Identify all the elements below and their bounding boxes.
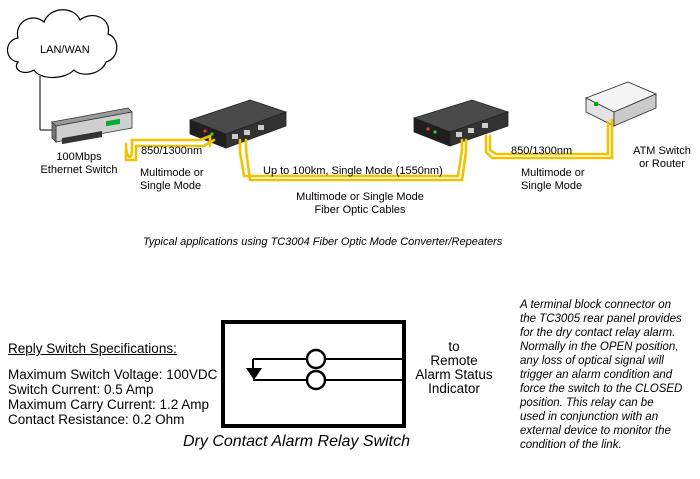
spec-item: Maximum Switch Voltage: 100VDC bbox=[8, 367, 218, 382]
ethernet-switch-icon bbox=[51, 107, 133, 145]
description-line: Normally in the OPEN position, bbox=[520, 341, 679, 353]
spec-item: Switch Current: 0.5 Amp bbox=[8, 382, 154, 397]
cloud-label: LAN/WAN bbox=[40, 44, 90, 56]
description-line: position. This relay can be bbox=[520, 397, 654, 409]
switch-label: 100Mbps Ethernet Switch bbox=[34, 151, 124, 177]
description-line: trigger an alarm condition and bbox=[520, 369, 673, 381]
description-line: the TC3005 rear panel provides bbox=[520, 313, 682, 325]
relay-box bbox=[221, 320, 406, 428]
switch-label-line1: 100Mbps bbox=[56, 151, 102, 163]
spec-item: Contact Resistance: 0.2 Ohm bbox=[8, 412, 185, 427]
relay-caption: Dry Contact Alarm Relay Switch bbox=[183, 433, 411, 450]
cable-line1: Multimode or Single Mode bbox=[296, 191, 424, 203]
relay-description: A terminal block connector on the TC3005… bbox=[520, 298, 688, 452]
indicator-line: to bbox=[448, 339, 460, 354]
description-line: for the dry contact relay alarm. bbox=[520, 327, 676, 339]
right-converter-device-icon bbox=[412, 99, 510, 147]
description-line: external device to monitor the bbox=[520, 425, 671, 437]
mode-right: Multimode or Single Mode bbox=[521, 167, 585, 193]
left-converter-device-icon bbox=[188, 99, 288, 149]
spec-list: Maximum Switch Voltage: 100VDC Switch Cu… bbox=[8, 367, 217, 427]
indicator-line: Indicator bbox=[428, 381, 480, 396]
relay-coil-bottom-icon bbox=[305, 369, 327, 391]
description-line: any loss of optical signal will bbox=[520, 355, 664, 367]
relay-coil-top-icon bbox=[305, 348, 327, 370]
indicator-line: Alarm Status bbox=[415, 367, 493, 382]
description-line: condition of the link. bbox=[520, 439, 622, 451]
indicator-line: Remote bbox=[430, 353, 478, 368]
spec-title: Reply Switch Specifications: bbox=[8, 341, 177, 356]
mode-right-line2: Single Mode bbox=[521, 180, 583, 192]
indicator-label: to Remote Alarm Status Indicator bbox=[404, 340, 504, 396]
cable-line2: Fiber Optic Cables bbox=[314, 204, 406, 216]
router-label: ATM Switch or Router bbox=[628, 145, 696, 171]
mode-right-line1: Multimode or bbox=[521, 167, 585, 179]
description-line: used in conjunction with an bbox=[520, 411, 659, 423]
link-label: Up to 100km, Single Mode (1550nm) bbox=[263, 165, 443, 177]
wavelength-right: 850/1300nm bbox=[511, 145, 573, 157]
description-line: A terminal block connector on bbox=[520, 299, 672, 311]
atm-router-icon bbox=[584, 81, 658, 127]
wavelength-left: 850/1300nm bbox=[141, 145, 203, 157]
spec-item: Maximum Carry Current: 1.2 Amp bbox=[8, 397, 210, 412]
lan-wan-cloud bbox=[6, 9, 118, 79]
mode-left: Multimode or Single Mode bbox=[140, 167, 204, 193]
arrow-icon bbox=[246, 368, 262, 380]
network-caption: Typical applications using TC3004 Fiber … bbox=[143, 236, 503, 248]
switch-label-line2: Ethernet Switch bbox=[40, 164, 118, 176]
mode-left-line1: Multimode or bbox=[140, 167, 204, 179]
mode-left-line2: Single Mode bbox=[140, 180, 202, 192]
description-line: force the switch to the CLOSED bbox=[520, 383, 683, 395]
cable-label: Multimode or Single Mode Fiber Optic Cab… bbox=[265, 191, 455, 217]
fiber-cables bbox=[124, 118, 614, 182]
router-line1: ATM Switch bbox=[633, 145, 691, 157]
router-line2: or Router bbox=[639, 158, 685, 170]
